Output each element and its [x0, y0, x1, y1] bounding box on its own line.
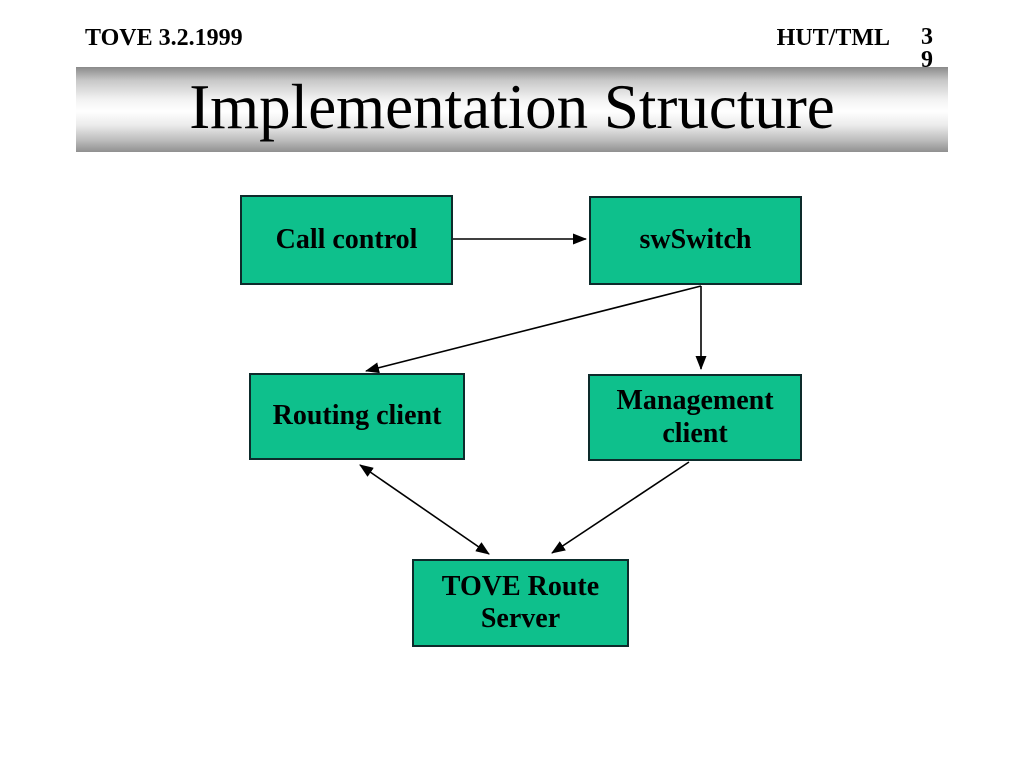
- arrow-routing-client-tove-route-server-bidirectional: [359, 464, 490, 555]
- node-label: Call control: [275, 223, 418, 255]
- header-date: TOVE 3.2.1999: [85, 25, 243, 51]
- node-label: swSwitch: [639, 224, 752, 256]
- node-label: TOVE Route Server: [441, 570, 600, 634]
- node-swswitch: swSwitch: [589, 196, 802, 285]
- page-number: 39: [921, 24, 933, 73]
- header-org: HUT/TML: [776, 25, 890, 51]
- node-label: Management client: [616, 385, 774, 449]
- title-banner: Implementation Structure: [76, 67, 948, 152]
- node-call-control: Call control: [240, 195, 453, 285]
- node-routing-client: Routing client: [249, 373, 465, 460]
- node-label: Routing client: [272, 400, 442, 432]
- slide-title: Implementation Structure: [189, 72, 835, 142]
- node-tove-route-server: TOVE Route Server: [412, 559, 629, 647]
- arrow-swswitch-to-routing-client: [365, 285, 702, 374]
- arrow-management-client-to-tove-route-server: [551, 461, 690, 554]
- node-management-client: Management client: [588, 374, 802, 461]
